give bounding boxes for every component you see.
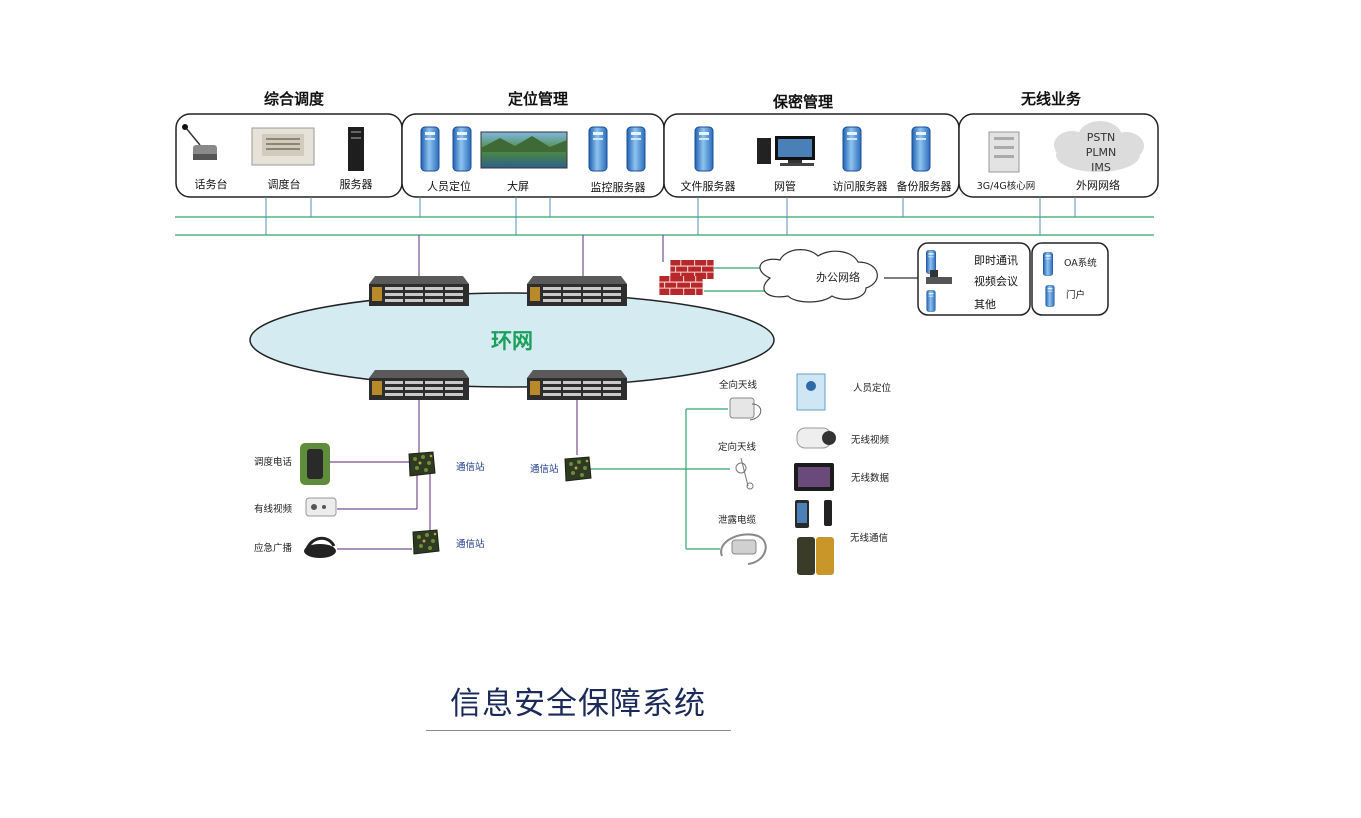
comm-station-label-1: 通信站 [456,461,485,473]
positioning-server-icon-1 [420,126,440,172]
field-device-label-2: 有线视频 [254,503,293,515]
pc-workstation-icon [757,136,815,166]
personnel-tag-icon [796,373,826,411]
dispatch-device-label-2: 调度台 [268,177,301,191]
portal-server-icon [1045,285,1055,307]
ring-network [249,292,775,388]
monitor-server-icon-1 [588,126,608,172]
field-device-label-3: 应急广播 [254,542,293,554]
antenna-label-3: 泄露电缆 [718,514,757,526]
comm-station-icon-1 [408,451,436,477]
core-network-server-icon [988,131,1020,173]
dispatch-phone-icon [300,443,330,485]
security-device-label-3: 访问服务器 [833,180,888,193]
emergency-broadcast-icon [304,536,336,558]
office-service-label-3: 其他 [974,298,996,311]
pstn-cloud-icon [1054,121,1144,172]
office-system-label-1: OA系统 [1064,257,1097,269]
video-terminal-icon [926,270,952,284]
terminal-label-3: 无线数据 [851,472,890,484]
positioning-device-label-3: 监控服务器 [591,180,646,194]
office-services-panel [917,242,1031,316]
monitor-server-icon-2 [626,126,646,172]
office-system-label-2: 门户 [1066,289,1085,301]
server-rack-icon [348,127,364,171]
pstn-line-1: PSTN [1087,131,1116,144]
microphone-console-icon [182,124,217,160]
office-service-label-1: 即时通讯 [974,254,1018,267]
page-title-underline [426,730,731,731]
terminal-label-2: 无线视频 [851,434,890,446]
comm-station-label-3: 通信站 [530,463,559,475]
other-server-icon [926,290,936,312]
security-device-label-2: 网管 [774,179,796,193]
field-device-label-1: 调度电话 [254,456,293,468]
omni-antenna-icon [729,397,762,421]
positioning-server-icon-2 [452,126,472,172]
directional-antenna-icon [735,457,754,490]
leaky-cable-icon [720,533,767,565]
large-screen-icon [480,131,568,169]
dispatch-title: 综合调度 [264,90,325,108]
wired-camera-icon [305,497,337,517]
ring-switch-top-left [369,276,469,306]
uplink-lines [418,235,664,278]
security-title: 保密管理 [772,93,833,111]
wireless-device-label-2: 外网网络 [1076,178,1120,192]
security-device-label-1: 文件服务器 [681,179,736,193]
antenna-label-2: 定向天线 [718,441,757,453]
pstn-line-2: PLMN [1086,146,1116,159]
security-device-label-4: 备份服务器 [897,179,952,193]
ring-label: 环网 [491,329,533,353]
backup-server-icon [911,126,931,172]
page-title: 信息安全保障系统 [450,686,706,722]
terminal-label-4: 无线通信 [850,532,888,544]
wireless-camera-icon [796,427,836,449]
dispatch-console-icon [251,127,315,166]
office-service-label-2: 视频会议 [974,274,1018,288]
positioning-device-label-2: 大屏 [507,179,529,193]
positioning-device-label-1: 人员定位 [427,179,471,193]
dispatch-device-label-1: 话务台 [195,177,228,191]
ring-switch-top-right [527,276,627,306]
terminal-label-1: 人员定位 [853,382,892,394]
comm-station-icon-3 [564,456,592,482]
wireless-handset-icon [795,500,834,575]
comm-station-icon-2 [412,529,440,555]
pstn-line-3: IMS [1091,161,1111,174]
ring-switch-bottom-left [369,370,469,400]
wireless-tablet-icon [794,463,834,491]
antenna-label-1: 全向天线 [719,379,758,391]
antenna-link-lines [589,408,730,550]
office-cloud-label: 办公网络 [816,270,860,284]
file-server-icon [694,126,714,172]
oa-server-icon [1042,252,1054,276]
wireless-title: 无线业务 [1020,90,1082,108]
ring-switch-bottom-right [527,370,627,400]
office-cloud-icon [759,249,878,303]
field-link-lines [328,400,578,550]
dispatch-device-label-3: 服务器 [340,178,373,191]
firewall-icon-2 [658,276,704,295]
access-server-icon [842,126,862,172]
bus-drop-lines [265,197,1076,235]
comm-station-label-2: 通信站 [456,538,485,550]
wireless-device-label-1: 3G/4G核心网 [977,180,1036,192]
positioning-title: 定位管理 [508,90,568,108]
